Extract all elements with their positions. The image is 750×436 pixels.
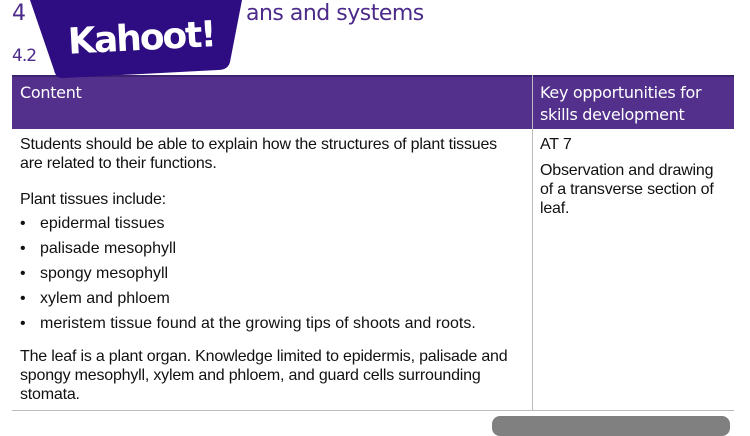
table-header: Content Key opportunities for skills dev… xyxy=(12,75,734,129)
list-item: •epidermal tissues xyxy=(20,215,165,232)
kahoot-logo[interactable]: Kahoot! xyxy=(0,0,250,80)
list-intro: Plant tissues include: xyxy=(20,191,166,208)
skills-text: Observation and drawing of a transverse … xyxy=(540,162,714,217)
list-item: •spongy mesophyll xyxy=(20,265,169,282)
section-title: ans and systems xyxy=(246,1,424,26)
list-item: •xylem and phloem xyxy=(20,290,170,307)
content-intro: Students should be able to explain how t… xyxy=(20,136,497,172)
column-divider xyxy=(532,75,533,411)
subsection-title: 4.2 xyxy=(12,46,37,66)
section-title: 4 xyxy=(12,1,26,26)
skills-code: AT 7 xyxy=(540,136,572,153)
table-bottom-border xyxy=(12,410,734,411)
svg-text:Kahoot!: Kahoot! xyxy=(67,14,216,63)
list-item: •palisade mesophyll xyxy=(20,240,177,257)
overlay-button[interactable] xyxy=(492,416,730,436)
header-skills: Key opportunities for skills development xyxy=(540,83,702,124)
content-note: The leaf is a plant organ. Knowledge lim… xyxy=(20,348,508,403)
header-content: Content xyxy=(20,83,82,102)
list-item: •meristem tissue found at the growing ti… xyxy=(20,315,476,332)
